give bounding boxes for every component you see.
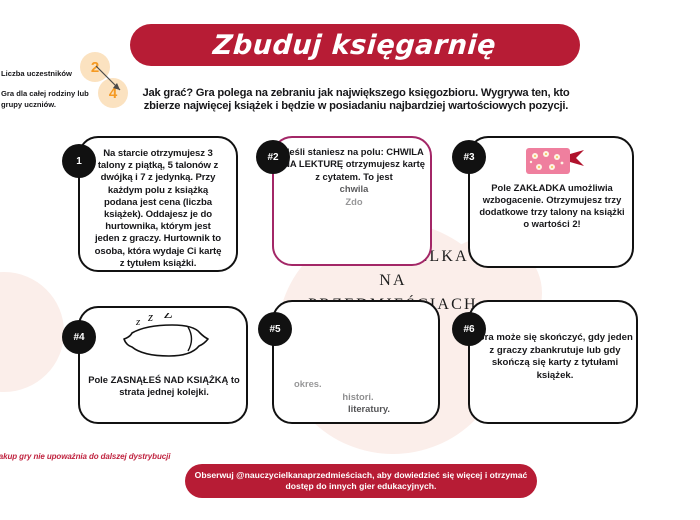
- rule-card-5-fragment-3: literatury.: [347, 403, 391, 414]
- player-count-min: 2: [80, 52, 110, 82]
- rule-card-4-badge: #4: [62, 320, 96, 354]
- rule-card-6: Gra może się skończyć, gdy jeden z gracz…: [468, 300, 638, 424]
- follow-cta-banner: Obserwuj @nauczycielkanaprzedmieściach, …: [185, 464, 537, 498]
- rule-card-3: Pole ZAKŁADKA umożliwia wzbogacenie. Otr…: [468, 136, 634, 268]
- svg-text:z: z: [135, 316, 141, 328]
- rule-card-1: Na starcie otrzymujesz 3 talony z piątką…: [78, 136, 238, 272]
- distribution-disclaimer: Zakup gry nie upoważnia do dalszej dystr…: [0, 452, 171, 461]
- rule-card-1-text: Na starcie otrzymujesz 3 talony z piątką…: [94, 148, 222, 269]
- rule-card-2-line-main: Jeśli staniesz na polu: CHWILA NA LEKTUR…: [283, 146, 425, 182]
- rule-card-2: Jeśli staniesz na polu: CHWILA NA LEKTUR…: [272, 136, 432, 266]
- svg-text:z: z: [147, 313, 153, 324]
- rule-card-5-fragment-1: okres.: [294, 378, 322, 389]
- rule-card-4: z z Z Pole ZASNĄŁEŚ NAD KSIĄŻKĄ to strat…: [78, 306, 248, 424]
- rule-card-1-badge: 1: [62, 144, 96, 178]
- page-title: Zbuduj księgarnię: [212, 29, 498, 61]
- rule-card-2-badge: #2: [256, 140, 290, 174]
- svg-text:Z: Z: [164, 313, 173, 322]
- rule-card-2-line-faded-1: chwila: [339, 183, 369, 195]
- pillow-icon: z z Z: [123, 313, 209, 357]
- rule-card-5: okres. histori. literatury.: [272, 300, 440, 424]
- rule-card-2-text: Jeśli staniesz na polu: CHWILA NA LEKTUR…: [280, 146, 428, 208]
- rule-card-3-text: Pole ZAKŁADKA umożliwia wzbogacenie. Otr…: [479, 182, 625, 229]
- bookmark-icon: [526, 148, 584, 174]
- participants-note: Gra dla całej rodziny lub grupy uczniów.: [1, 89, 89, 109]
- follow-cta-text: Obserwuj @nauczycielkanaprzedmieściach, …: [194, 470, 528, 491]
- decorative-blob-left: [0, 272, 64, 392]
- arrow-icon: [95, 65, 121, 91]
- rule-card-5-text: okres. histori. literatury.: [280, 378, 436, 416]
- page-title-banner: Zbuduj księgarnię: [130, 24, 580, 66]
- rule-card-3-badge: #3: [452, 140, 486, 174]
- participants-label: Liczba uczestników: [1, 69, 72, 78]
- rule-card-6-badge: #6: [452, 312, 486, 346]
- intro-paragraph: Jak grać? Gra polega na zebraniu jak naj…: [142, 87, 570, 113]
- rule-card-5-badge: #5: [258, 312, 292, 346]
- watermark-line-2: NA: [379, 272, 407, 289]
- rule-card-6-text: Gra może się skończyć, gdy jeden z gracz…: [477, 332, 633, 381]
- rule-card-2-line-faded-2: Zdo: [345, 195, 363, 207]
- rule-card-5-fragment-2: histori.: [342, 390, 374, 402]
- player-count-graphic: 2 4: [78, 52, 144, 114]
- participants-info: Liczba uczestników Gra dla całej rodziny…: [1, 68, 96, 110]
- rule-card-4-text: Pole ZASNĄŁEŚ NAD KSIĄŻKĄ to strata jedn…: [88, 374, 240, 397]
